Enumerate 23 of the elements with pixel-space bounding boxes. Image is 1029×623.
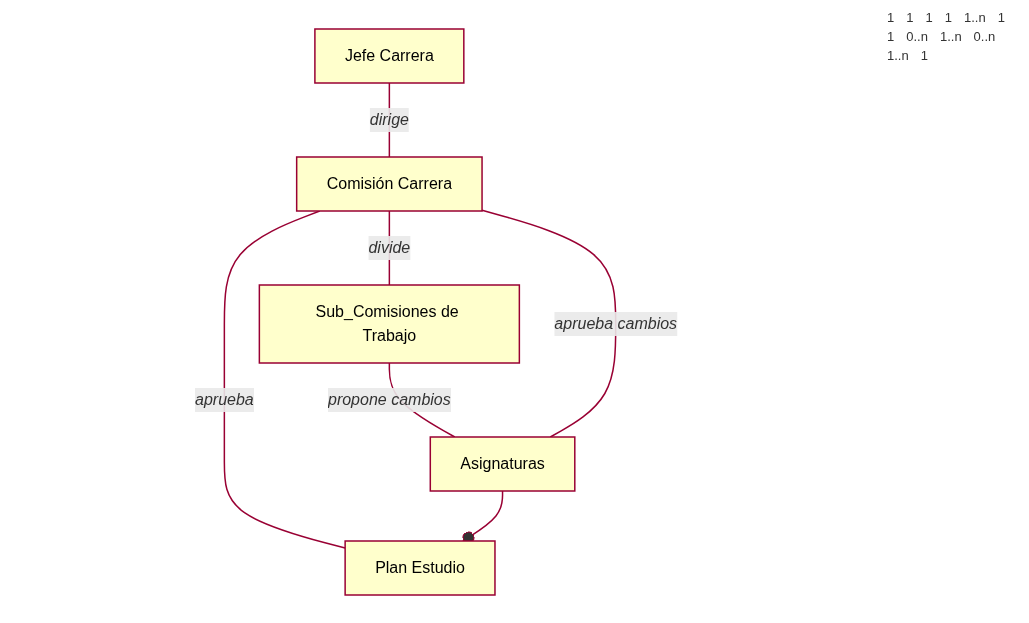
edge-label: propone cambios xyxy=(328,390,452,408)
multiplicity-label: 0..n xyxy=(906,29,928,44)
multiplicity-label: 1 xyxy=(887,10,895,25)
edge-label: aprueba xyxy=(195,390,255,408)
multiplicity-label: 0..n xyxy=(973,29,996,44)
multiplicity-label: 1..n xyxy=(887,48,909,63)
multiplicity-label: 1 xyxy=(997,10,1005,25)
node-box: Sub_Comisiones de Trabajo xyxy=(259,283,521,364)
multiplicity-label: 1 xyxy=(920,48,928,63)
node-box: Plan Estudio xyxy=(344,539,497,596)
edge-label: aprueba cambios xyxy=(554,314,678,332)
connector xyxy=(481,208,617,438)
node-box: Comisión Carrera xyxy=(296,155,484,212)
multiplicity-label: 1 xyxy=(944,10,952,25)
multiplicity-label: 1 xyxy=(887,29,895,44)
node-box: Asignaturas xyxy=(430,435,576,492)
multiplicity-label: 1 xyxy=(906,10,914,25)
multiplicity-label: 1..n xyxy=(939,29,962,44)
edge-label: divide xyxy=(368,238,411,256)
node-box: Jefe Carrera xyxy=(314,27,465,84)
multiplicity-label: 1..n xyxy=(963,10,986,25)
multiplicity-label: 1 xyxy=(925,10,933,25)
edge-label: dirige xyxy=(370,110,410,128)
